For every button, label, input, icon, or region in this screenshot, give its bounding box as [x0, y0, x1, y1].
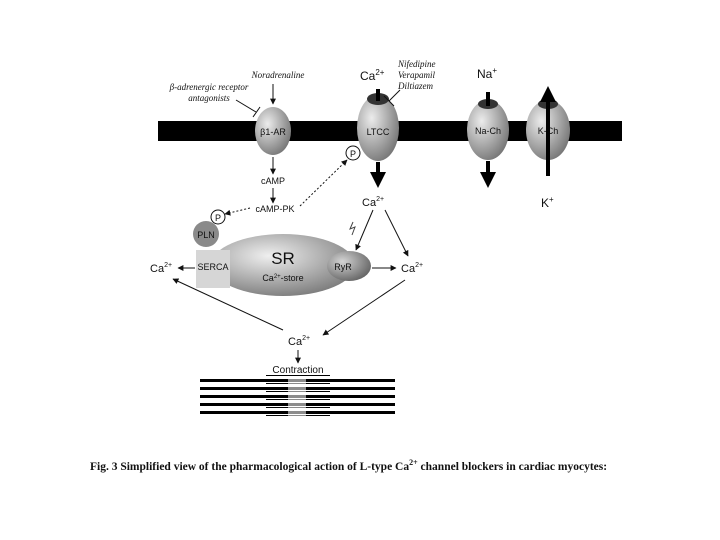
ca-influx-to-ryr-arrow [355, 209, 374, 251]
ryanodine-receptor [327, 251, 371, 281]
pln-label: PLN [197, 230, 215, 240]
pk-to-pln-arrow [224, 207, 251, 216]
noradrenaline-label: Noradrenaline [251, 70, 305, 80]
ca-extracellular-label: Ca2+ [360, 68, 385, 83]
sarcoplasmic-reticulum [211, 234, 355, 296]
ca-influx-to-cytosol-arrow [384, 209, 409, 257]
serca-pump [196, 250, 230, 288]
figure-caption: Fig. 3 Simplified view of the pharmacolo… [90, 458, 607, 473]
sr-label: SR [271, 249, 295, 268]
na-channel-label: Na-Ch [475, 126, 501, 136]
beta-antagonists-label-line1: β-adrenergic receptor [169, 82, 249, 92]
k-ion-label: K+ [541, 195, 554, 210]
pln-phospho-label: P [215, 213, 221, 223]
ca-center-label: Ca2+ [288, 335, 310, 348]
pln-phospho-marker [210, 209, 226, 225]
phospholamban [193, 221, 219, 247]
blocker-inhibition-bar [383, 95, 395, 107]
camp-label: cAMP [261, 176, 285, 186]
blocker-diltiazem: Diltiazem [397, 81, 433, 91]
beta1-receptor [255, 107, 291, 155]
ca-cytosol-left-label: Ca2+ [150, 262, 172, 275]
blocker-inhibition [388, 89, 401, 102]
beta-antagonists-label-line2: antagonists [188, 93, 230, 103]
sarcomere-filaments [200, 375, 395, 417]
blocker-nifedipine: Nifedipine [397, 59, 436, 69]
camp-pk-label: cAMP-PK [255, 204, 294, 214]
ca-intracellular-label: Ca2+ [362, 196, 384, 209]
beta-antagonists-inhibition [235, 99, 257, 113]
ltcc-pore-stem [376, 89, 380, 101]
ltcc-label: LTCC [367, 127, 390, 137]
thin-filament [266, 375, 330, 376]
ca-cytosol-right-label: Ca2+ [401, 262, 423, 275]
sr-store-label: Ca2+-store [262, 273, 303, 283]
na-channel-stem [486, 92, 490, 106]
ltcc-phospho-label: P [350, 149, 356, 159]
ca-center-to-left-arrow [172, 278, 284, 331]
contraction-label: Contraction [272, 365, 323, 376]
beta-antagonists-inhibition-bar [252, 106, 261, 118]
ryr-label: RyR [334, 262, 352, 272]
ca-right-to-center-arrow [322, 279, 406, 336]
pk-to-ltcc-arrow [299, 159, 348, 207]
cicr-flash-mark [349, 221, 356, 236]
na-ion-label: Na+ [477, 66, 497, 81]
beta1-receptor-label: β1-AR [260, 127, 286, 137]
ltcc-channel [357, 95, 399, 161]
na-channel [467, 100, 509, 160]
m-line-gap [288, 377, 306, 417]
blocker-verapamil: Verapamil [398, 70, 435, 80]
serca-label: SERCA [197, 262, 228, 272]
ltcc-phospho-marker [345, 145, 361, 161]
